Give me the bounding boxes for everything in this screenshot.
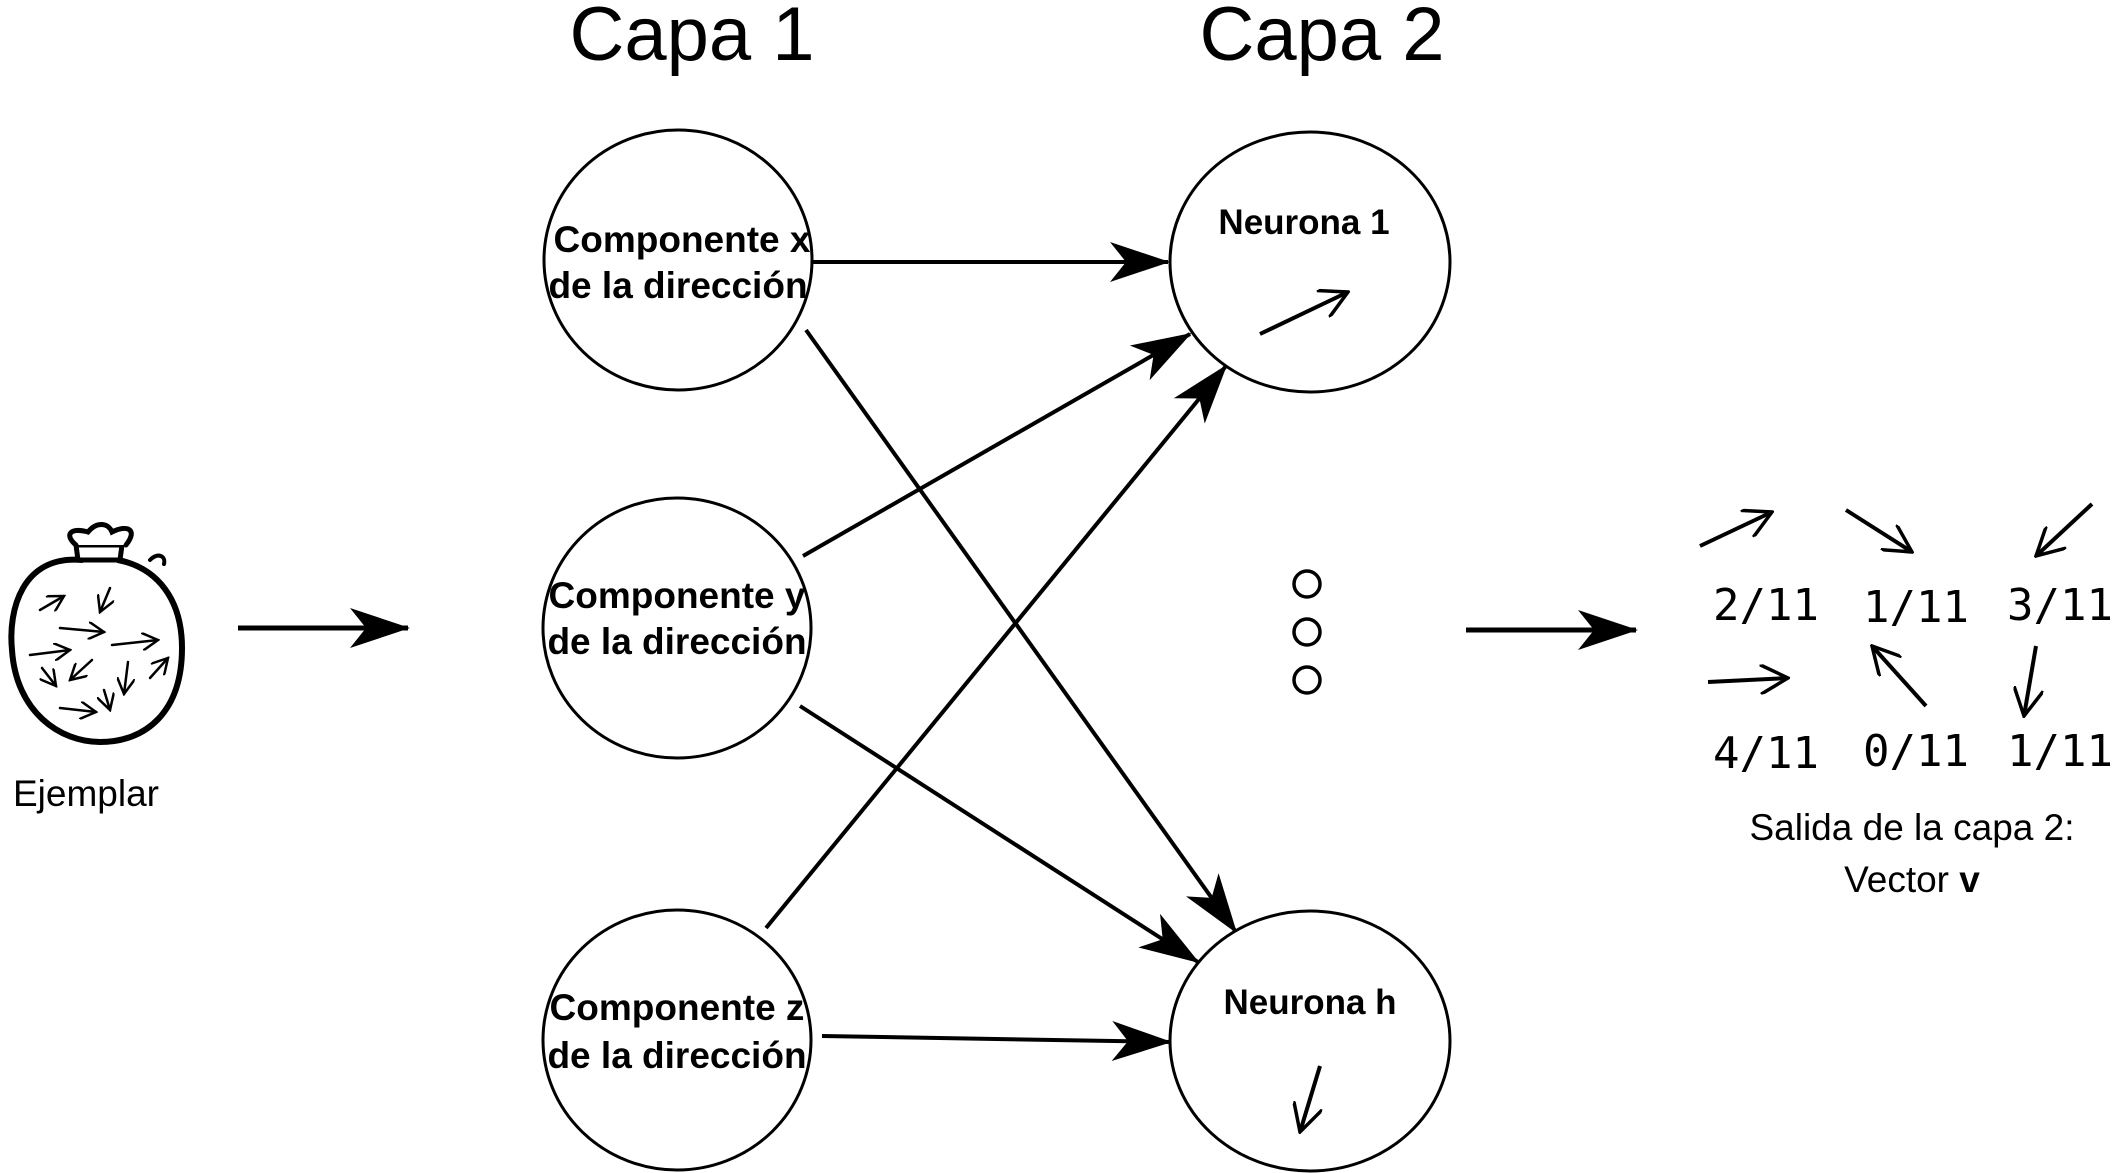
connection-z-n1	[764, 364, 1228, 930]
output-caption-vector: v	[1959, 859, 1980, 900]
connections	[764, 242, 1238, 1061]
output-direction-arrows	[1699, 502, 2094, 716]
output-arrow-icon-2	[1844, 508, 1912, 552]
output-caption-prefix: Vector	[1844, 859, 1959, 900]
layer1-title: Capa 1	[569, 0, 814, 77]
layer2-neuron-1: Neurona 1	[1168, 130, 1452, 394]
output-value-6: 1/11	[2007, 726, 2113, 777]
layer1-node-x: Componente x de la dirección	[542, 128, 814, 392]
arrow-up-right-icon	[1259, 292, 1348, 336]
layer2-title: Capa 2	[1199, 0, 1444, 77]
layer1-node-z-line2: de la dirección	[547, 1035, 806, 1076]
layer1-node-y-line1: Componente y	[549, 575, 806, 616]
arrow-down-icon	[1300, 1065, 1320, 1132]
input-label: Ejemplar	[13, 773, 159, 814]
output-value-1: 2/11	[1713, 580, 1819, 631]
output-arrow-icon-3	[2036, 502, 2094, 556]
layer1-node-y: Componente y de la dirección	[541, 496, 813, 760]
connection-y-nh	[798, 704, 1200, 964]
neuron-h-label: Neurona h	[1223, 983, 1396, 1022]
vertical-dots-icon	[1292, 569, 1322, 695]
connection-x-nh	[804, 328, 1238, 934]
output-value-4: 4/11	[1713, 728, 1819, 779]
neuron-1-label: Neurona 1	[1218, 203, 1389, 242]
layer1-node-y-line2: de la dirección	[547, 621, 806, 662]
output-arrow-icon-6	[2024, 645, 2036, 716]
output-caption-line2: Vector v	[1844, 859, 1980, 900]
layer1-node-z-line1: Componente z	[550, 987, 805, 1028]
output-value-3: 3/11	[2007, 580, 2113, 631]
layer1-node-x-line2: de la dirección	[548, 265, 807, 306]
layer1-node-z: Componente z de la dirección	[541, 908, 813, 1172]
output-arrow-icon-4	[1707, 678, 1788, 682]
output-arrow-icon-1	[1699, 512, 1772, 548]
layer1-node-x-line1: Componente x	[554, 219, 811, 260]
layer2-neuron-h: Neurona h	[1168, 909, 1452, 1173]
output-value-5: 0/11	[1863, 726, 1969, 777]
connection-z-nh	[821, 1021, 1172, 1061]
connection-y-n1	[802, 332, 1192, 558]
output-arrow-icon-5	[1872, 646, 1928, 708]
output-caption-line1: Salida de la capa 2:	[1749, 807, 2074, 848]
output-value-2: 1/11	[1863, 582, 1969, 633]
bag-icon	[8, 522, 186, 746]
